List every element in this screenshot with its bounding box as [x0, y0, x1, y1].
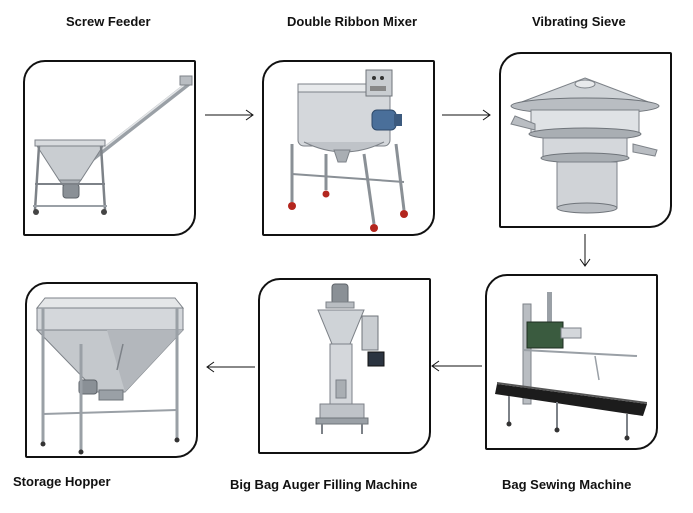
node-bag-sewing-machine — [485, 274, 658, 450]
label-double-ribbon-mixer: Double Ribbon Mixer — [287, 14, 417, 29]
label-vibrating-sieve: Vibrating Sieve — [532, 14, 626, 29]
ribbon-mixer-machine-icon — [288, 69, 408, 232]
storage-hopper-machine-icon — [35, 297, 185, 455]
arrow-screw-feeder-to-mixer — [205, 109, 254, 121]
arrow-sieve-to-sewing — [579, 234, 591, 267]
node-storage-hopper — [25, 282, 198, 458]
auger-filler-machine-icon — [315, 283, 385, 434]
label-storage-hopper: Storage Hopper — [13, 474, 111, 489]
label-screw-feeder: Screw Feeder — [66, 14, 151, 29]
screw-feeder-machine-icon — [33, 75, 193, 215]
vibrating-sieve-machine-icon — [510, 77, 660, 214]
bag-sewing-machine-icon — [495, 292, 647, 441]
label-auger-filling-machine: Big Bag Auger Filling Machine — [230, 477, 418, 492]
node-auger-filling-machine — [258, 278, 431, 454]
node-screw-feeder — [23, 60, 196, 236]
arrow-mixer-to-sieve — [442, 109, 491, 121]
arrow-sewing-to-filler — [431, 360, 482, 372]
node-double-ribbon-mixer — [262, 60, 435, 236]
node-vibrating-sieve — [499, 52, 672, 228]
label-bag-sewing-machine: Bag Sewing Machine — [502, 477, 632, 492]
arrow-filler-to-hopper — [206, 361, 255, 373]
